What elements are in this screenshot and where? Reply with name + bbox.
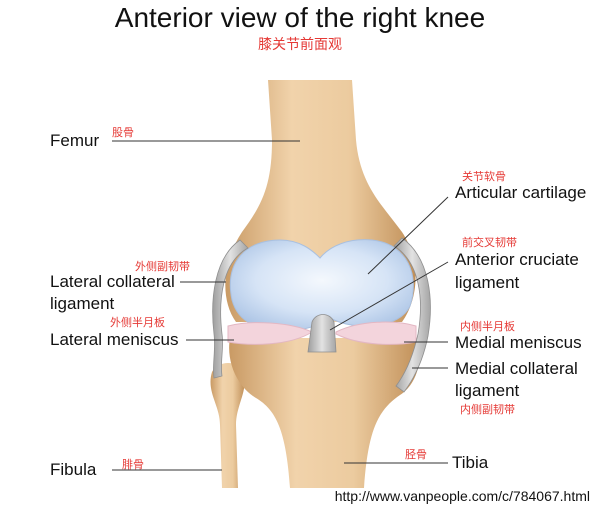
lcl-label-line1: Lateral collateral	[50, 272, 175, 291]
tibia-label: Tibia	[452, 453, 489, 472]
articular-cartilage-label-cn: 关节软骨	[462, 171, 506, 183]
watermark-url: http://www.vanpeople.com/c/784067.html	[334, 488, 590, 504]
lcl-label-cn: 外侧副韧带	[135, 261, 190, 273]
lateral-meniscus-label: Lateral meniscus	[50, 330, 179, 349]
mcl-label-line1: Medial collateral	[455, 359, 578, 378]
leader-lines	[112, 140, 449, 471]
lcl-shape	[212, 239, 249, 379]
mcl-shape	[393, 237, 431, 393]
mcl-label-cn: 内侧副韧带	[460, 404, 515, 416]
medial-meniscus-label-cn: 内侧半月板	[460, 321, 515, 333]
acl-label-line1: Anterior cruciate	[455, 250, 579, 269]
fibula-label-cn: 腓骨	[122, 459, 144, 471]
lateral-meniscus-label-cn: 外侧半月板	[110, 317, 165, 329]
femur-label: Femur	[50, 131, 100, 150]
acl-shape	[307, 314, 337, 353]
acl-label-cn: 前交叉韧带	[462, 237, 517, 249]
tibia-bone	[229, 338, 420, 488]
fibula-label: Fibula	[50, 460, 97, 479]
lcl-label-line2: ligament	[50, 294, 115, 313]
tibia-label-cn: 胫骨	[405, 449, 427, 461]
femur-label-cn: 股骨	[112, 127, 134, 139]
acl-leader	[329, 261, 449, 331]
diagram-title: Anterior view of the right knee	[114, 2, 486, 33]
fibula-bone	[210, 363, 245, 488]
articular-cartilage-label: Articular cartilage	[455, 183, 587, 202]
mcl-label-line2: ligament	[455, 381, 520, 400]
articular-cartilage-leader	[367, 196, 449, 275]
acl-label-line2: ligament	[455, 273, 520, 292]
diagram-subtitle: 膝关节前面观	[258, 36, 342, 52]
medial-meniscus-label: Medial meniscus	[455, 333, 582, 352]
